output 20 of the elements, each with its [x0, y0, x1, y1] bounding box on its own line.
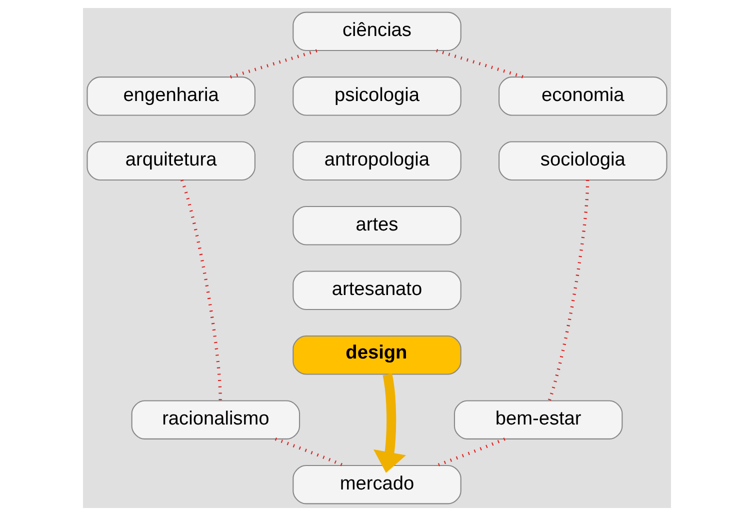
connector — [230, 49, 318, 79]
node-box: racionalismo — [130, 400, 300, 440]
node-box: psicologia — [292, 76, 461, 116]
node-box: artes — [292, 206, 461, 246]
connector — [436, 49, 524, 79]
node-box: artesanato — [292, 270, 461, 310]
node-box: mercado — [292, 464, 461, 504]
connector — [547, 180, 589, 401]
node-box: engenharia — [86, 76, 255, 116]
node-box: design — [292, 335, 461, 375]
node-box: sociologia — [498, 141, 667, 181]
connector — [436, 438, 505, 467]
node-box: economia — [498, 76, 667, 116]
arrow — [372, 374, 406, 473]
connector — [180, 180, 222, 400]
node-box: antropologia — [292, 141, 461, 181]
connector — [274, 438, 344, 467]
node-box: bem-estar — [453, 400, 622, 440]
node-box: ciências — [292, 12, 461, 52]
node-box: arquitetura — [86, 141, 255, 181]
